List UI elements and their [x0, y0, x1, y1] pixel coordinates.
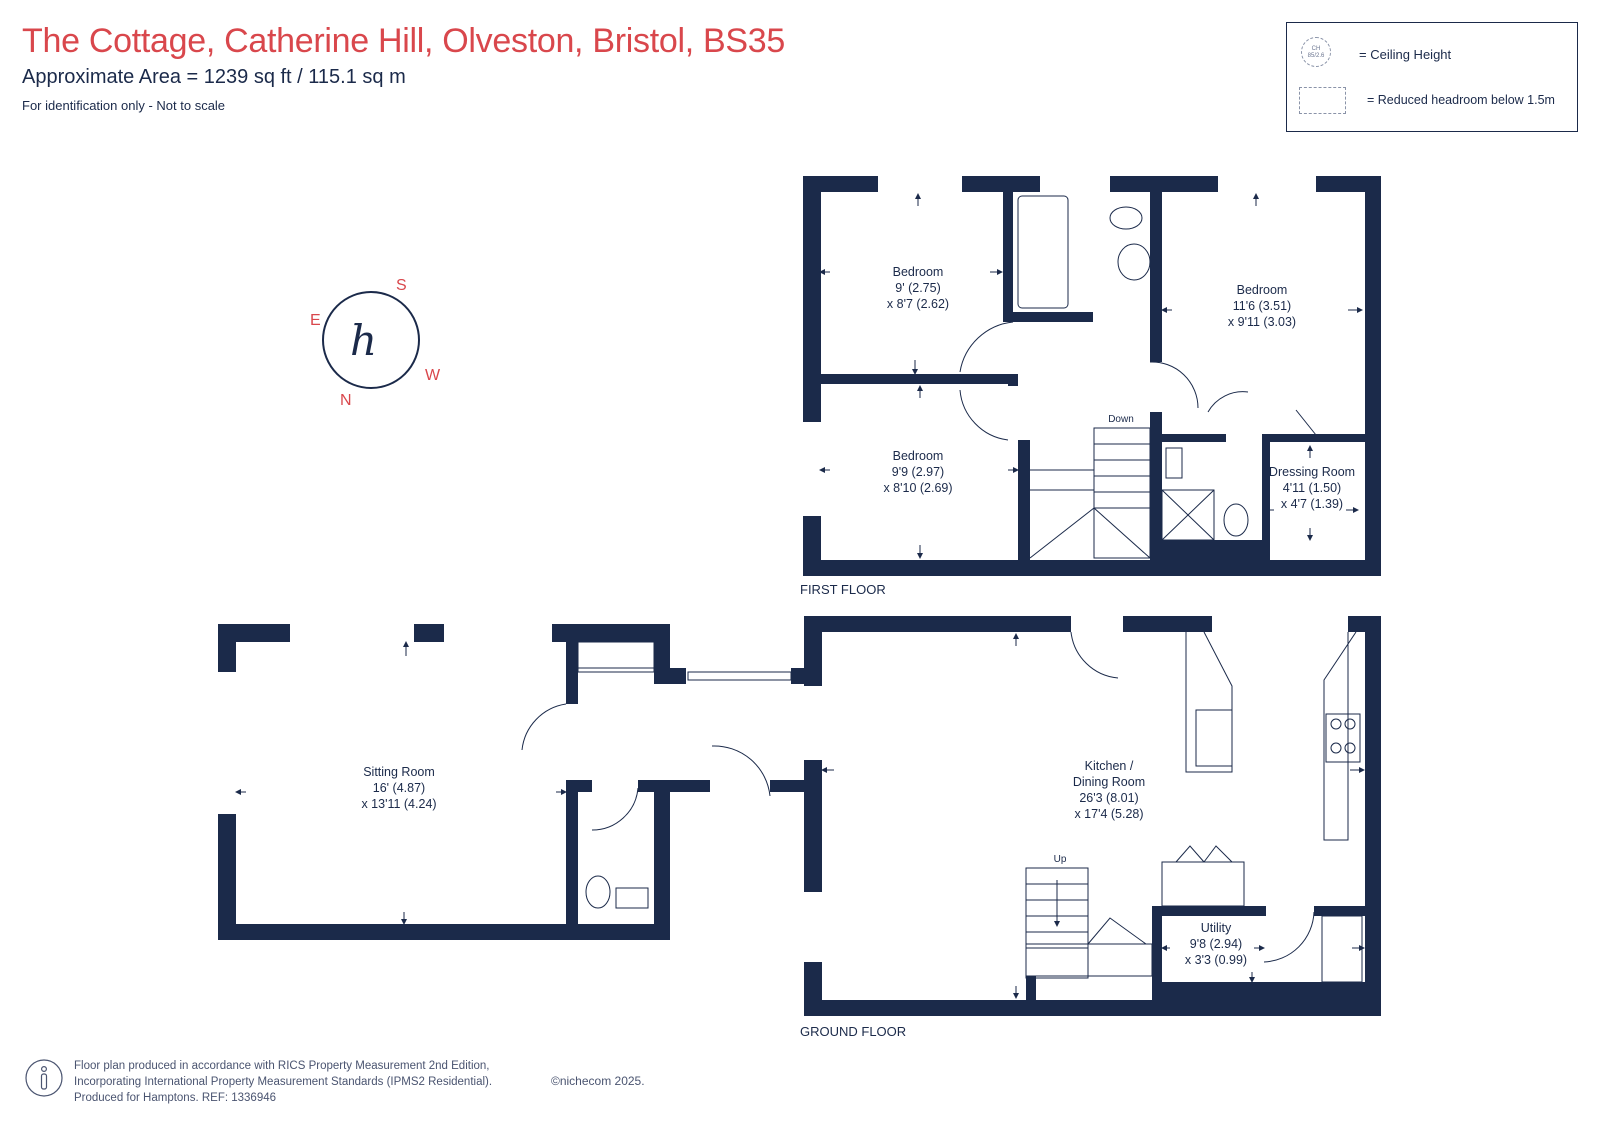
compass-logo: h [350, 316, 377, 365]
room-dim: 11'6 (3.51) [1233, 299, 1291, 313]
shower-icon [1161, 489, 1215, 541]
first-floor-fixtures [959, 195, 1321, 559]
toilet-icon-ensuite [1223, 503, 1249, 537]
ground-floor-stairs [1025, 867, 1153, 979]
room-name: Utility [1201, 921, 1232, 935]
stairs-label: Down [1108, 414, 1134, 425]
room-name: Bedroom [893, 449, 944, 463]
room-name: Sitting Room [363, 765, 435, 779]
room-name-2: Dining Room [1073, 775, 1145, 789]
page-title: The Cottage, Catherine Hill, Olveston, B… [22, 22, 785, 60]
compass-s: S [396, 277, 407, 294]
bath-icon [1017, 195, 1069, 309]
footer-notes: Floor plan produced in accordance with R… [74, 1058, 492, 1106]
room-dim: x 3'3 (0.99) [1185, 953, 1247, 967]
toilet-icon-ground [585, 875, 611, 909]
sink-icon [1195, 709, 1233, 767]
ground-floor-label: GROUND FLOOR [800, 1024, 906, 1039]
footer-line: Produced for Hamptons. REF: 1336946 [74, 1092, 277, 1104]
hob-icon [1325, 713, 1361, 763]
first-floor-dimension-arrows [819, 193, 1363, 559]
basin-icon [1117, 243, 1151, 281]
room-dim: x 17'4 (5.28) [1074, 807, 1143, 821]
compass-e: E [310, 312, 321, 329]
room-dim: x 9'11 (3.03) [1228, 315, 1296, 329]
copyright: ©nichecom 2025. [551, 1074, 645, 1088]
first-floor-labels: Bedroom 9' (2.75) x 8'7 (2.62) Bedroom 1… [883, 265, 1355, 511]
room-dim: 16' (4.87) [373, 781, 425, 795]
toilet-icon [1109, 206, 1143, 230]
first-floor-label: FIRST FLOOR [800, 582, 886, 597]
ground-floor-fixtures [521, 631, 1363, 983]
room-name: Bedroom [1237, 283, 1288, 297]
basin-icon-ground [615, 887, 649, 909]
ground-floor-dimension-arrows [235, 633, 1365, 999]
first-floor-plan [803, 176, 1381, 576]
ceiling-height-label: = Ceiling Height [1359, 47, 1452, 62]
first-floor-stairs [1029, 427, 1151, 559]
room-dim: 9' (2.75) [895, 281, 940, 295]
room-dim: x 8'7 (2.62) [887, 297, 949, 311]
stairs-label: Up [1054, 854, 1067, 865]
reduced-headroom-label: = Reduced headroom below 1.5m [1367, 93, 1555, 107]
room-name: Dressing Room [1269, 465, 1355, 479]
footer-line: Incorporating International Property Mea… [74, 1076, 493, 1088]
info-icon [25, 1059, 63, 1097]
compass-w: W [425, 367, 441, 384]
room-name: Kitchen / [1085, 759, 1134, 773]
room-dim: 9'9 (2.97) [892, 465, 944, 479]
compass-n: N [340, 392, 352, 409]
room-dim: x 4'7 (1.39) [1281, 497, 1343, 511]
ground-floor-labels: Sitting Room 16' (4.87) x 13'11 (4.24) K… [361, 759, 1247, 967]
room-dim: x 13'11 (4.24) [361, 797, 436, 811]
room-dim: 4'11 (1.50) [1283, 481, 1341, 495]
room-dim: 9'8 (2.94) [1190, 937, 1242, 951]
approximate-area: Approximate Area = 1239 sq ft / 115.1 sq… [22, 66, 406, 88]
compass: S E W N h [310, 277, 441, 409]
ground-floor-plan [218, 616, 1381, 1016]
room-dim: 26'3 (8.01) [1079, 791, 1138, 805]
footer-line: Floor plan produced in accordance with R… [74, 1060, 490, 1072]
reduced-headroom-icon [1299, 87, 1346, 114]
identification-note: For identification only - Not to scale [22, 98, 226, 113]
room-dim: x 8'10 (2.69) [883, 481, 952, 495]
room-name: Bedroom [893, 265, 944, 279]
basin-icon-ensuite [1165, 447, 1183, 479]
